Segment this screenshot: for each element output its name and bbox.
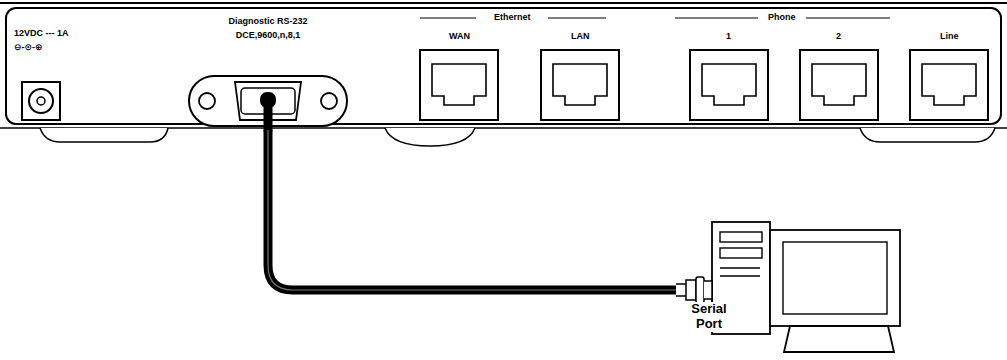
- port-label: 2: [834, 31, 843, 42]
- port-label: WAN: [447, 31, 472, 42]
- serial-connector: Diagnostic RS-232DCE,9600,n,8,1: [190, 10, 346, 130]
- polarity-symbol: ⊖-⊙-⊕: [12, 42, 45, 53]
- port-label: LAN: [569, 31, 592, 42]
- computer: Serial Port: [676, 210, 904, 355]
- port-label: Diagnostic RS-232: [190, 16, 346, 26]
- group-label: Ethernet: [492, 12, 533, 23]
- serial-cable: [268, 130, 676, 290]
- group-label: Phone: [766, 12, 798, 23]
- port-label: 1: [724, 31, 733, 42]
- port-caption: Serial Port: [680, 302, 738, 332]
- port-label: DCE,9600,n,8,1: [190, 30, 346, 40]
- port-label: Line: [938, 31, 961, 42]
- power-rating: 12VDC --- 1A: [12, 28, 71, 39]
